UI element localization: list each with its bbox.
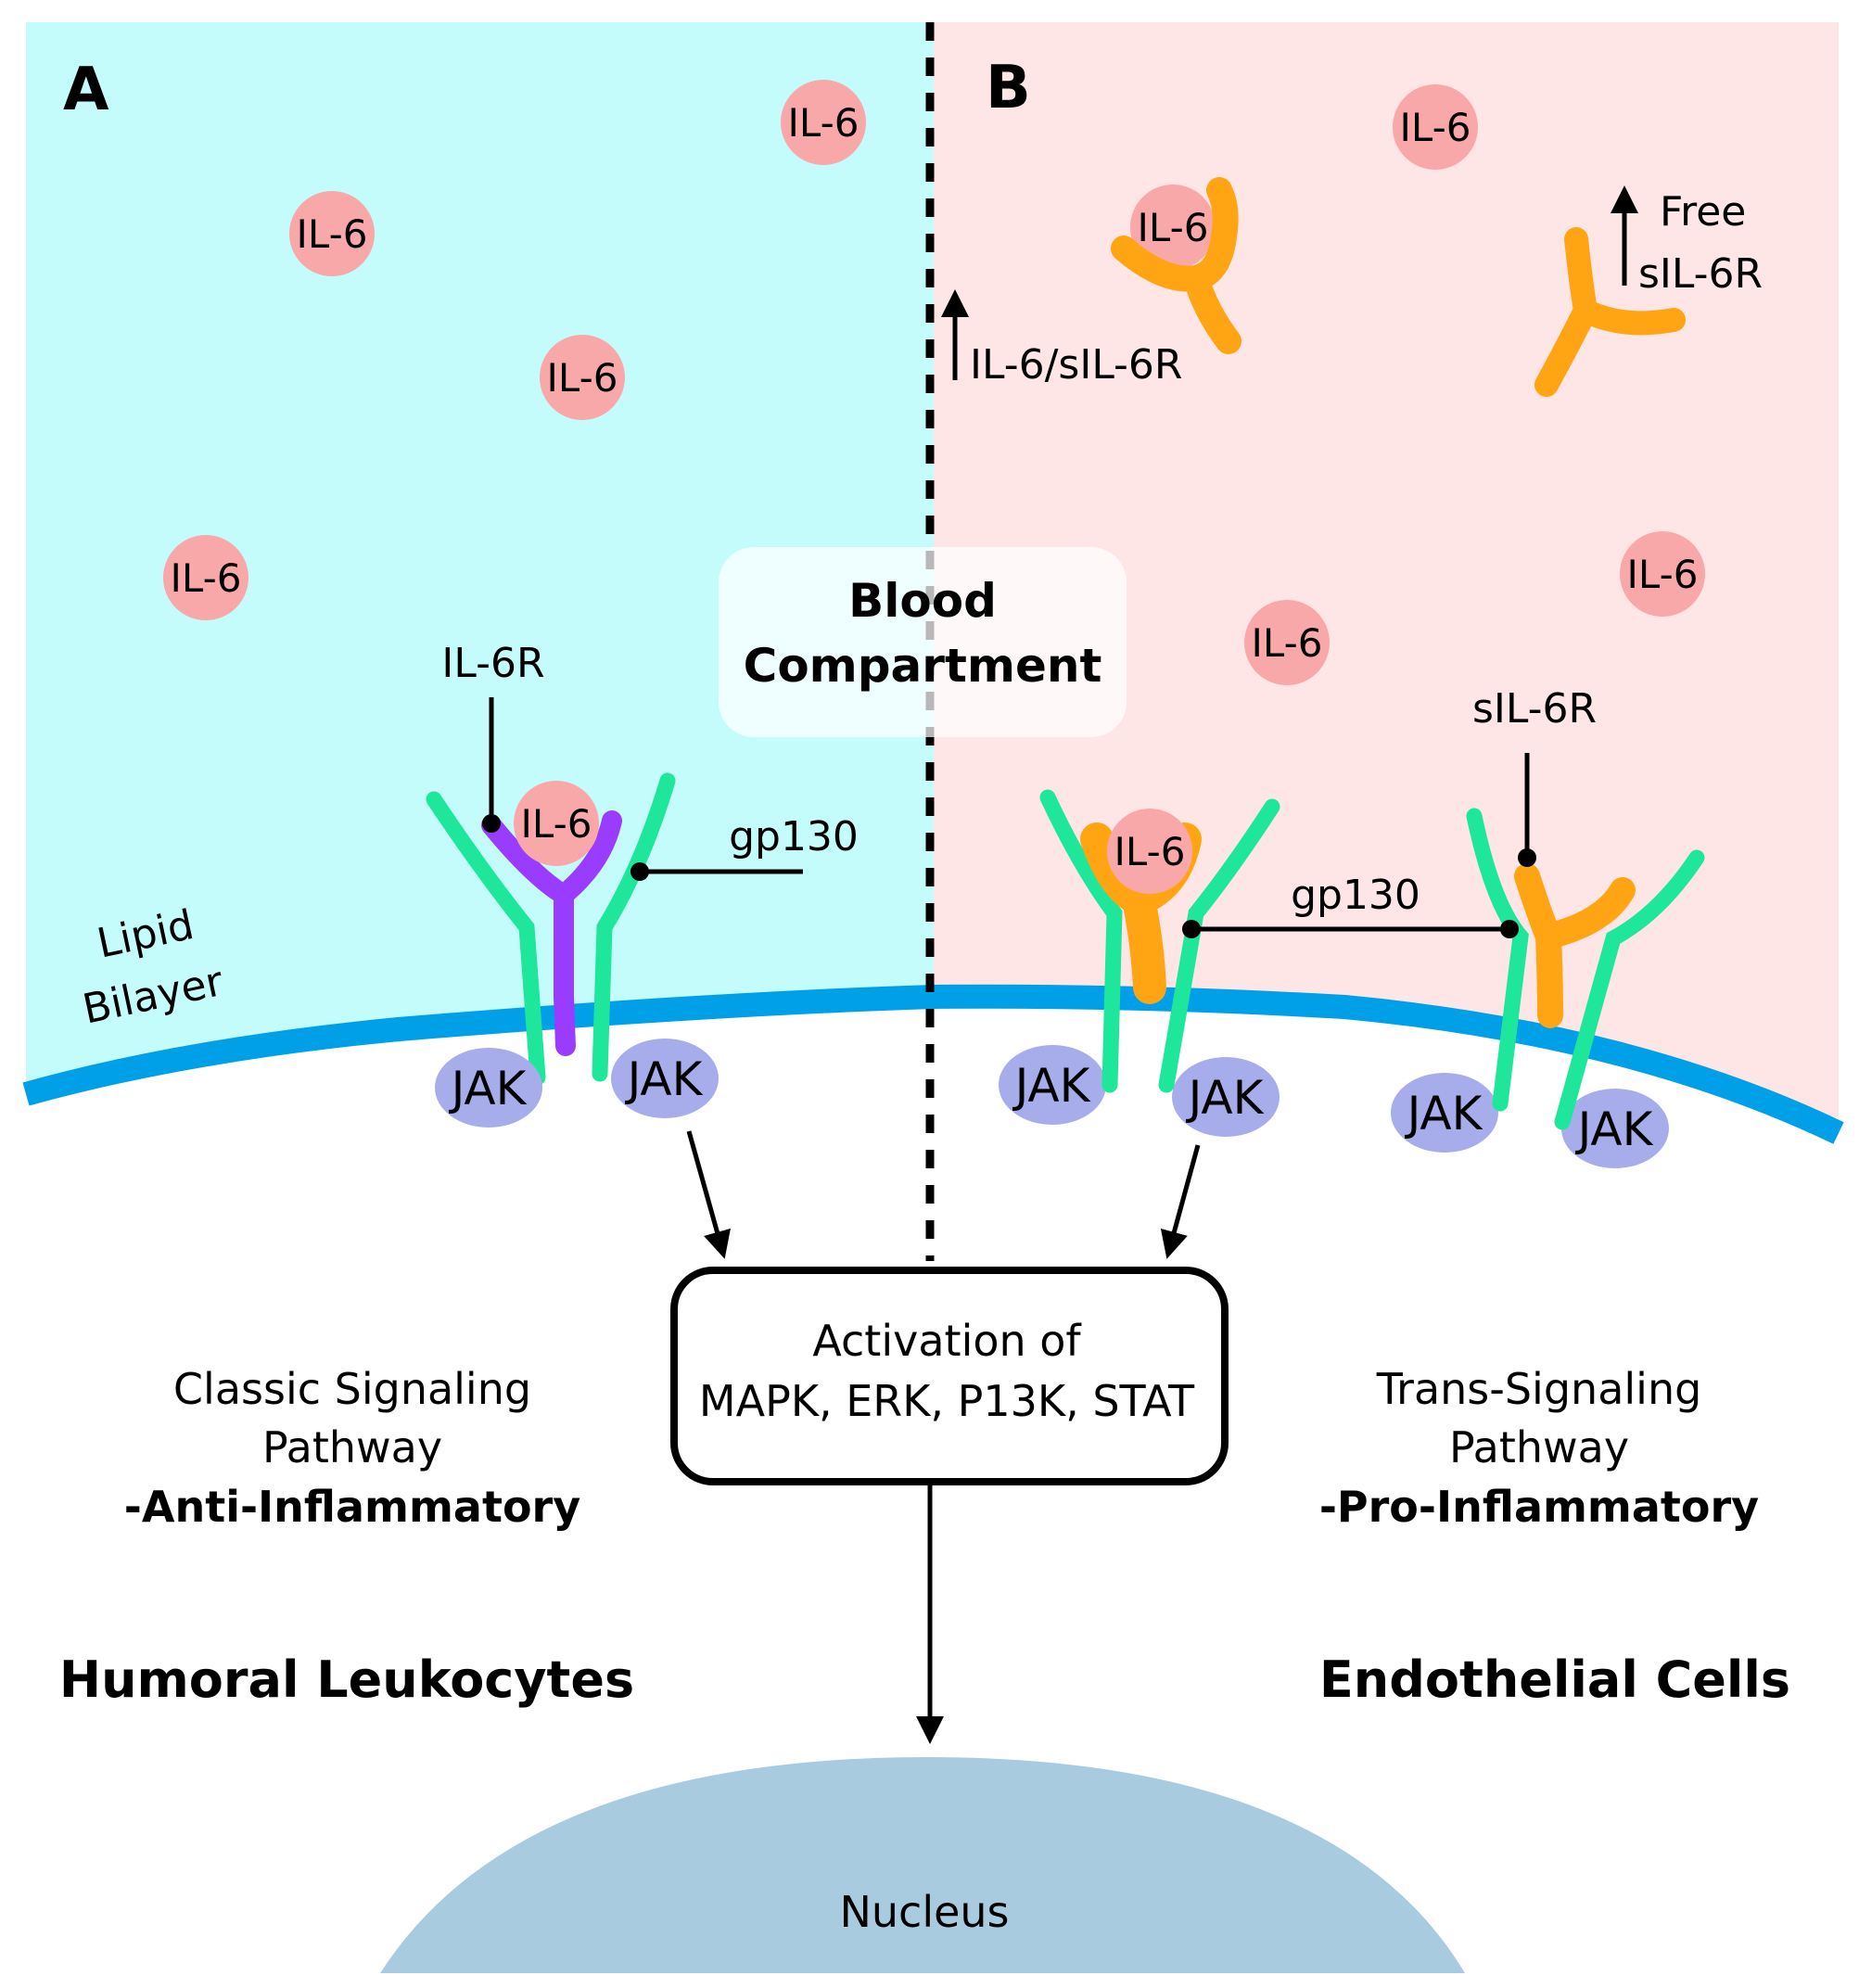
svg-text:IL-6: IL-6 [1114, 829, 1186, 874]
svg-text:IL-6: IL-6 [1400, 105, 1471, 150]
free-label: Free [1660, 188, 1746, 236]
svg-text:IL-6: IL-6 [1138, 205, 1209, 250]
classic-line2: Pathway [262, 1422, 442, 1472]
blood-compartment-box [719, 547, 1127, 737]
svg-text:IL-6: IL-6 [788, 100, 859, 146]
il6-molecule: IL-6 [781, 80, 866, 165]
svg-text:IL-6: IL-6 [171, 555, 242, 601]
gp130-label: gp130 [729, 813, 859, 860]
il6-molecule: IL-6 [1244, 600, 1330, 685]
trans-line3: -Pro-Inflammatory [1319, 1482, 1759, 1532]
trans-cell-type: Endothelial Cells [1319, 1650, 1790, 1709]
svg-text:JAK: JAK [449, 1062, 528, 1115]
panel-b-label: B [986, 54, 1031, 122]
lipid-bilayer [22, 984, 1844, 1144]
jak-protein: JAK [999, 1045, 1106, 1125]
il6-sil6r-label: IL-6/sIL-6R [970, 341, 1183, 389]
jak-protein: JAK [1172, 1057, 1280, 1137]
svg-text:JAK: JAK [1012, 1059, 1091, 1113]
il6-molecule: IL-6 [1393, 84, 1478, 170]
svg-text:IL-6: IL-6 [1627, 552, 1699, 597]
nucleus-label: Nucleus [839, 1887, 1009, 1937]
nucleus [380, 1757, 1465, 1973]
il6-molecule: IL-6 [1620, 531, 1705, 617]
il6-molecule: IL-6 [163, 535, 248, 620]
il6-molecule: IL-6 [289, 191, 375, 276]
sil6r-label: sIL-6R [1638, 250, 1763, 298]
activation-line2: MAPK, ERK, P13K, STAT [699, 1376, 1195, 1426]
gp130-label: gp130 [1291, 872, 1420, 919]
trans-receptor-complex-1: IL-6 [1039, 789, 1280, 1093]
free-sil6r [1534, 227, 1686, 397]
svg-text:IL-6: IL-6 [521, 801, 592, 847]
svg-text:JAK: JAK [1405, 1087, 1483, 1141]
classic-line3: -Anti-Inflammatory [124, 1482, 580, 1532]
il6-molecule: IL-6 [540, 335, 625, 420]
jak-protein: JAK [611, 1039, 719, 1118]
signal-arrow [1160, 1144, 1201, 1259]
il6r-pointer-dot [482, 814, 501, 833]
activation-box [670, 1267, 1229, 1485]
gp130-pointer-dot [1182, 920, 1201, 938]
il6-sil6r-complex: IL-6 [1111, 177, 1241, 354]
panel-a-label: A [63, 56, 109, 124]
svg-text:JAK: JAK [1186, 1071, 1265, 1125]
jak-protein: JAK [1391, 1073, 1498, 1153]
classic-line1: Classic Signaling [173, 1364, 531, 1414]
svg-text:IL-6: IL-6 [547, 355, 618, 401]
signal-arrow [686, 1130, 731, 1259]
svg-text:JAK: JAK [1575, 1102, 1654, 1156]
blood-label-line2: Compartment [744, 639, 1102, 693]
sil6r-pointer-dot [1518, 848, 1536, 867]
trans-line2: Pathway [1449, 1422, 1629, 1472]
classic-cell-type: Humoral Leukocytes [59, 1650, 634, 1709]
trans-line1: Trans-Signaling [1376, 1364, 1702, 1414]
gp130-pointer-dot [1500, 920, 1519, 938]
gp130-pointer-dot [630, 862, 649, 881]
panel-a-background [26, 22, 934, 1094]
svg-text:IL-6: IL-6 [1252, 620, 1323, 666]
il6r-label: IL-6R [441, 640, 544, 687]
trans-receptor-complex-2 [1466, 808, 1705, 1130]
svg-text:JAK: JAK [625, 1052, 704, 1106]
svg-text:IL-6: IL-6 [297, 211, 368, 257]
activation-line1: Activation of [812, 1316, 1082, 1366]
jak-protein: JAK [1561, 1089, 1669, 1168]
sil6r-label: sIL-6R [1472, 685, 1597, 733]
jak-protein: JAK [435, 1048, 542, 1128]
blood-label-line1: Blood [848, 574, 997, 628]
